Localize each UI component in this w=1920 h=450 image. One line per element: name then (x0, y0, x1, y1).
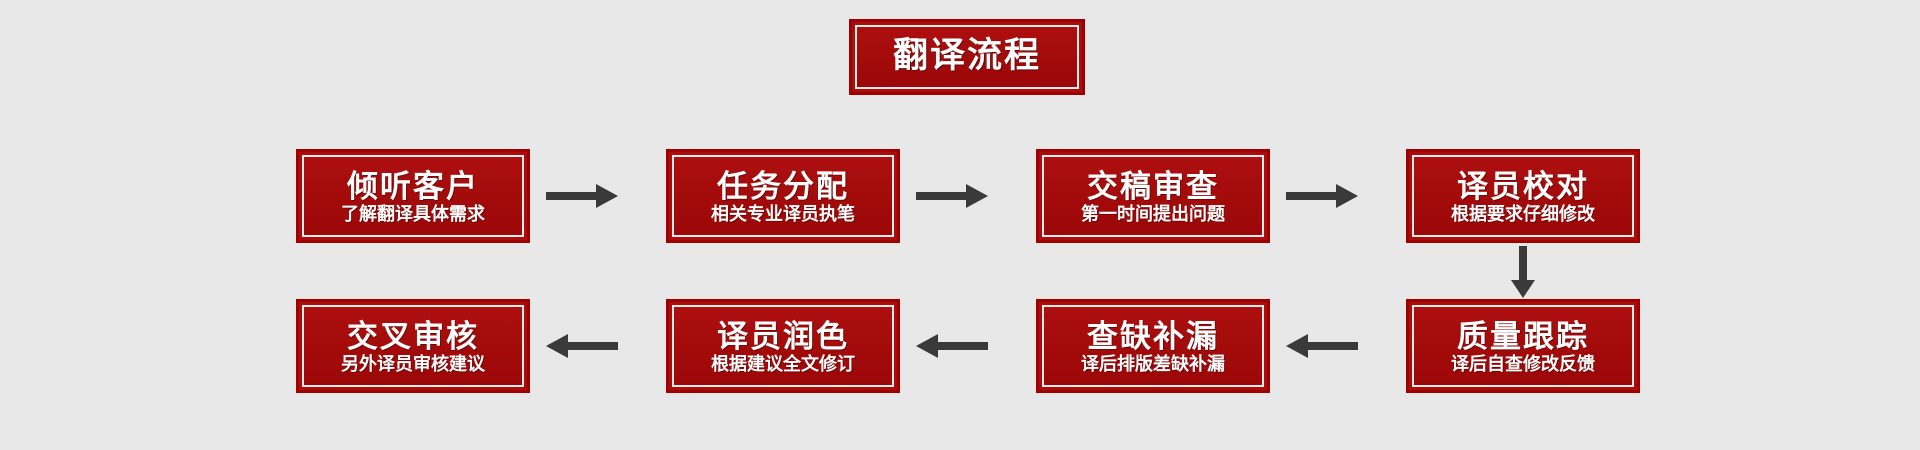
step-1-subtitle: 了解翻译具体需求 (341, 203, 485, 225)
step-box-6[interactable]: 查缺补漏 译后排版差缺补漏 (1036, 299, 1270, 393)
step-7-title: 译员润色 (717, 319, 849, 356)
page-title: 翻译流程 (892, 35, 1041, 76)
arrow-left-icon-step7-step8 (546, 331, 618, 361)
step-box-6-inner: 查缺补漏 译后排版差缺补漏 (1042, 305, 1264, 387)
step-box-8-inner: 交叉审核 另外译员审核建议 (302, 305, 524, 387)
step-7-subtitle: 根据建议全文修订 (711, 353, 855, 375)
arrow-right-icon-step3-step4 (1286, 181, 1358, 211)
step-box-3-inner: 交稿审查 第一时间提出问题 (1042, 155, 1264, 237)
step-8-title: 交叉审核 (347, 319, 479, 356)
title-box-inner: 翻译流程 (855, 25, 1079, 89)
step-box-5-inner: 质量跟踪 译后自查修改反馈 (1412, 305, 1634, 387)
flowchart-title-box: 翻译流程 (849, 19, 1085, 95)
step-1-title: 倾听客户 (347, 169, 479, 206)
step-box-3[interactable]: 交稿审查 第一时间提出问题 (1036, 149, 1270, 243)
step-2-subtitle: 相关专业译员执笔 (711, 203, 855, 225)
step-box-8[interactable]: 交叉审核 另外译员审核建议 (296, 299, 530, 393)
step-3-subtitle: 第一时间提出问题 (1081, 203, 1225, 225)
step-box-4[interactable]: 译员校对 根据要求仔细修改 (1406, 149, 1640, 243)
step-box-7[interactable]: 译员润色 根据建议全文修订 (666, 299, 900, 393)
step-5-title: 质量跟踪 (1457, 319, 1589, 356)
arrow-left-icon-step6-step7 (916, 331, 988, 361)
step-6-title: 查缺补漏 (1087, 319, 1219, 356)
step-4-title: 译员校对 (1457, 169, 1589, 206)
step-6-subtitle: 译后排版差缺补漏 (1081, 353, 1225, 375)
step-box-4-inner: 译员校对 根据要求仔细修改 (1412, 155, 1634, 237)
step-box-7-inner: 译员润色 根据建议全文修订 (672, 305, 894, 387)
arrow-right-icon-step2-step3 (916, 181, 988, 211)
step-box-2[interactable]: 任务分配 相关专业译员执笔 (666, 149, 900, 243)
step-2-title: 任务分配 (717, 169, 849, 206)
step-box-1[interactable]: 倾听客户 了解翻译具体需求 (296, 149, 530, 243)
step-8-subtitle: 另外译员审核建议 (341, 353, 485, 375)
arrow-left-icon-step5-step6 (1286, 331, 1358, 361)
step-box-5[interactable]: 质量跟踪 译后自查修改反馈 (1406, 299, 1640, 393)
step-box-1-inner: 倾听客户 了解翻译具体需求 (302, 155, 524, 237)
arrow-down-icon-step4-step5 (1508, 246, 1538, 298)
step-box-2-inner: 任务分配 相关专业译员执笔 (672, 155, 894, 237)
step-3-title: 交稿审查 (1087, 169, 1219, 206)
arrow-right-icon-step1-step2 (546, 181, 618, 211)
step-4-subtitle: 根据要求仔细修改 (1451, 203, 1595, 225)
step-5-subtitle: 译后自查修改反馈 (1451, 353, 1595, 375)
